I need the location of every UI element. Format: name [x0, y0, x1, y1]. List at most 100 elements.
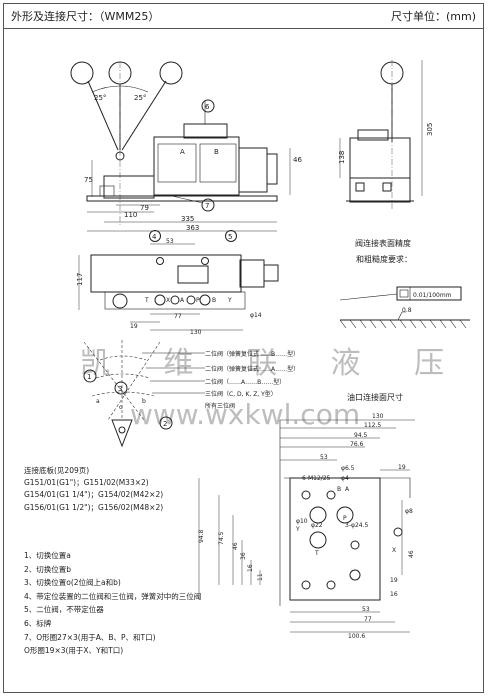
- legend-item: 1、切换位置a: [24, 551, 71, 560]
- dim-phi14: φ14: [250, 312, 262, 319]
- lever-position-diagram: 1 3 2 a b o 二位阀（弹簧复位式……B……型） 二位阀（弹簧复位式………: [83, 340, 299, 448]
- angle-right-label: 25°: [134, 94, 146, 102]
- title-bar: 外形及连接尺寸：（WMM25） 尺寸单位：(mm): [3, 3, 484, 29]
- subplate-row: G151/01(G1")；G151/02(M33×2): [24, 478, 149, 488]
- dim-46-left: 46: [232, 542, 239, 550]
- surface-requirement: 阀连接表面精度 和粗糙度要求： 0.01/100mm 0.8: [339, 238, 470, 329]
- dim-79: 79: [140, 204, 149, 212]
- label-three-pos-types: 三位阀（C, D, K, Z, Y型）: [205, 390, 277, 398]
- subplate-row: G154/01(G1 1/4")；G154/02(M42×2): [24, 490, 164, 500]
- dim-335: 335: [181, 215, 194, 223]
- port-x-top: X: [166, 297, 170, 304]
- pos-b: b: [142, 398, 146, 405]
- valve-body-front: [153, 136, 240, 196]
- legend-item: O形圈19×3(用于X、Y和T口): [24, 646, 124, 656]
- d10: φ10: [296, 518, 308, 525]
- legend-item: 7、O形圈27×3(用于A、B、P、和T口): [24, 632, 156, 642]
- lever-knob-right: [159, 61, 183, 85]
- d22: φ22: [311, 522, 323, 529]
- dim-112-5: 112.5: [364, 422, 381, 429]
- dim-53: 53: [166, 238, 174, 245]
- legend-item: 2、切换位置b: [24, 564, 72, 574]
- port-b-label: B: [214, 148, 219, 156]
- surface-title: 阀连接表面精度: [355, 238, 411, 248]
- face-port-t: T: [314, 550, 319, 557]
- roughness-value: 0.8: [402, 307, 412, 314]
- legend-item: 6、标牌: [24, 618, 52, 628]
- label-two-pos-a: 二位阀（弹簧复位式……A……型）: [205, 365, 299, 373]
- dim-94-5: 94.5: [354, 432, 368, 439]
- callout-6: 6: [205, 103, 210, 111]
- port-y-top: Y: [227, 297, 232, 304]
- port-t-top: T: [144, 297, 149, 304]
- dim-74-5: 74.5: [218, 531, 225, 545]
- dim-19-face: 19: [398, 464, 406, 471]
- dim-11: 11: [257, 573, 264, 581]
- dim-94-8: 94.8: [198, 529, 205, 543]
- front-view: 25° 25° A B 6 7 75 79 110 46 335 363: [70, 61, 302, 232]
- face-port-a: A: [345, 486, 350, 493]
- dim-16: 16: [247, 564, 254, 572]
- unit-note: 尺寸单位：(mm): [390, 10, 476, 23]
- subplate-row: G156/01(G1 1/2")；G156/02(M48×2): [24, 502, 164, 512]
- port-face-outline: [289, 477, 381, 601]
- legend-item: 4、带定位装置的二位阀和三位阀，弹簧对中的三位阀: [24, 591, 202, 601]
- dim-46: 46: [293, 156, 302, 164]
- port-a-label: A: [180, 148, 185, 156]
- drawing-frame: [3, 3, 484, 693]
- face-port-y: Y: [295, 526, 300, 533]
- thread-spec: 6-M12/25: [302, 475, 331, 482]
- nameplate: [177, 265, 209, 284]
- dim-100-6: 100.6: [348, 633, 365, 640]
- dim-363: 363: [186, 224, 199, 232]
- dim-305: 305: [426, 123, 434, 136]
- port-face-diagram: 油口连接面尺寸 130 112.5 94.5 76.6 53 19 6-M12/…: [198, 392, 415, 640]
- legend-item: 5、二位阀，不带定位器: [24, 605, 104, 615]
- label-two-pos-ab: 二位阀（……A……B……型）: [205, 378, 285, 386]
- dim-110: 110: [124, 211, 137, 219]
- angle-left-label: 25°: [94, 94, 106, 102]
- port-p-top: P: [196, 297, 200, 304]
- port-a-top: A: [180, 297, 185, 304]
- pos-a: a: [96, 398, 100, 405]
- callout-6-bubble: [201, 99, 215, 113]
- subplate-title: 连接底板(见209页): [24, 466, 90, 475]
- face-port-p: P: [343, 515, 347, 522]
- callout-3: 3: [118, 385, 122, 393]
- dim-46-right: 46: [408, 550, 415, 558]
- dim-138: 138: [338, 151, 346, 164]
- callout-4: 4: [152, 233, 157, 241]
- dim-130: 130: [190, 329, 202, 336]
- dim-36: 36: [240, 552, 247, 560]
- d4: φ4: [341, 475, 349, 482]
- tolerance-value: 0.01/100mm: [413, 292, 452, 299]
- label-two-pos-b: 二位阀（弹簧复位式……B……型）: [205, 350, 299, 358]
- dim-75: 75: [84, 176, 93, 184]
- lever-knob-left: [70, 61, 94, 85]
- drawing-title: 外形及连接尺寸：（WMM25）: [11, 10, 160, 23]
- valve-body-side: [349, 137, 411, 179]
- tolerance-box: [396, 286, 462, 301]
- surface-subtitle: 和粗糙度要求：: [356, 254, 412, 264]
- dim-130-face: 130: [372, 413, 384, 420]
- dim-53-bottom: 53: [362, 606, 370, 613]
- legend-list: 1、切换位置a 2、切换位置b 3、切换位置o(2位阀上a和b) 4、带定位装置…: [24, 549, 201, 658]
- dim-76-6: 76.6: [350, 441, 364, 448]
- dim-77-bottom: 77: [364, 616, 372, 623]
- port-face-title: 油口连接面尺寸: [347, 392, 403, 402]
- callout-7: 7: [205, 202, 209, 210]
- top-view: 4 5 53 T X A P B Y 117 19 77 130 φ14: [76, 230, 279, 336]
- callout-5: 5: [228, 233, 232, 241]
- callout-1: 1: [87, 373, 91, 381]
- d8: φ8: [405, 508, 413, 515]
- dim-117: 117: [76, 273, 84, 286]
- dim-19: 19: [130, 323, 138, 330]
- valve-body-top: [90, 254, 242, 293]
- watermark-cn: 凯 维 联 液 压: [80, 346, 466, 381]
- side-view: 138 305: [338, 60, 434, 210]
- callout-2: 2: [163, 420, 167, 428]
- d6-5: φ6.5: [341, 465, 355, 472]
- face-port-x: X: [392, 547, 396, 554]
- legend-item: 3、切换位置o(2位阀上a和b): [24, 578, 121, 588]
